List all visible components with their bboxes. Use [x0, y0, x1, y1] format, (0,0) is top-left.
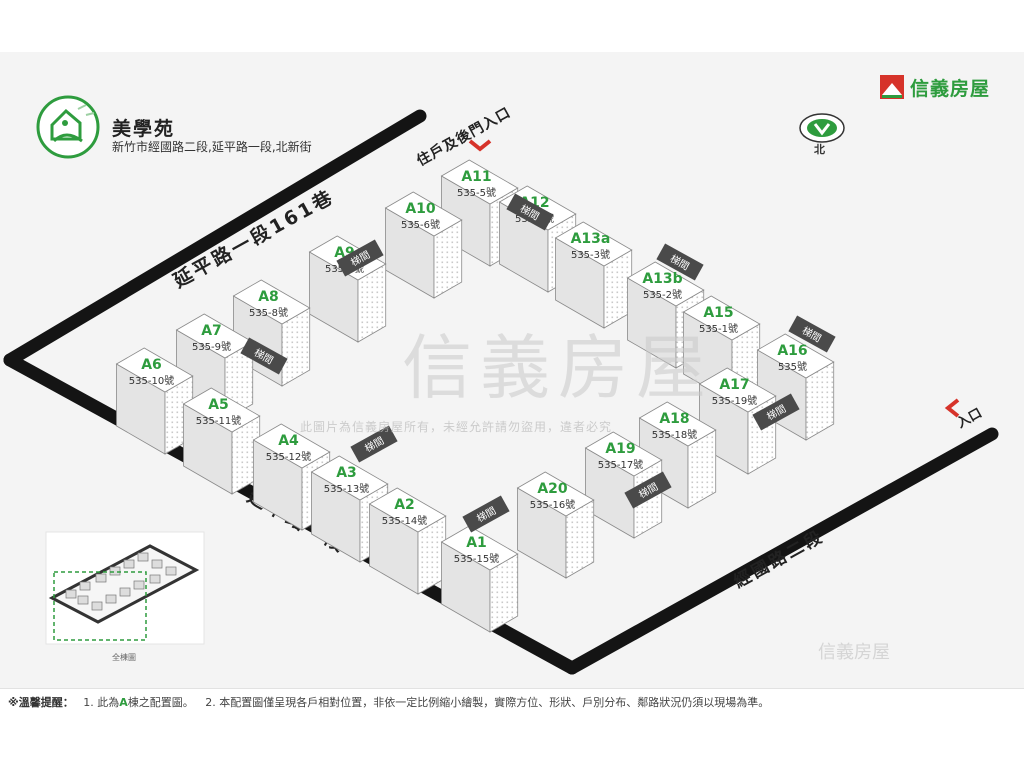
building-id-label: A19 [605, 441, 635, 457]
building-number-label: 535-19號 [712, 394, 757, 407]
building-id-label: A1 [466, 535, 487, 551]
stairwell-2: 梯間 [336, 239, 384, 277]
building-id-label: A8 [258, 289, 279, 305]
road-161-lane [3, 109, 427, 367]
stairwell-6: 梯間 [752, 393, 800, 431]
road-label-jingguo: 經國路二段 [730, 526, 828, 593]
stairwell-4: 梯間 [656, 243, 704, 281]
watermark-small: 信義房屋 [818, 642, 890, 663]
building-id-label: A7 [201, 323, 222, 339]
building-number-label: 535-1號 [699, 322, 738, 335]
estate-address: 新竹市經國路二段,延平路一段,北新街 [112, 140, 312, 154]
building-number-label: 535-6號 [401, 218, 440, 231]
building-id-label: A13a [571, 231, 611, 247]
brand-name: 信義房屋 [910, 77, 991, 100]
notice-item1-post: 棟之配置圖。 [127, 696, 194, 709]
building-id-label: A11 [461, 169, 491, 185]
north-label: 北 [814, 143, 825, 156]
building-number-label: 535-12號 [266, 450, 311, 463]
notice-label: ※溫馨提醒： [8, 696, 74, 709]
building-id-label: A5 [208, 397, 229, 413]
building-number-label: 535-3號 [571, 248, 610, 261]
stairwell-7: 梯間 [624, 471, 672, 509]
stairwell-9: 梯間 [350, 425, 398, 463]
resident-entrance-arrow-icon [468, 139, 492, 152]
building-id-label: A17 [719, 377, 749, 393]
building-id-label: A15 [703, 305, 733, 321]
building-number-label: 535-13號 [324, 482, 369, 495]
building-id-label: A20 [537, 481, 568, 497]
estate-logo-icon [36, 95, 100, 159]
building-number-label: 535-11號 [196, 414, 241, 427]
stairwell-5: 梯間 [788, 315, 836, 353]
building-number-label: 535號 [778, 360, 807, 373]
north-compass-icon [799, 113, 845, 143]
road-jingguo [565, 427, 999, 675]
notice-item1-highlight: A [119, 696, 128, 709]
building-number-label: 535-18號 [652, 428, 697, 441]
watermark-line: 此圖片為信義房屋所有，未經允許請勿盜用，違者必究 [300, 420, 613, 434]
building-id-label: A4 [278, 433, 299, 449]
building-number-label: 535-10號 [129, 374, 174, 387]
building-id-label: A16 [777, 343, 807, 359]
building-number-label: 535-17號 [598, 458, 643, 471]
brand: 信義房屋 [878, 74, 990, 100]
minimap-caption: 全棟圖 [112, 653, 136, 662]
stairwell-8: 梯間 [462, 495, 510, 533]
notice-bar: ※溫馨提醒： 1. 此為A棟之配置圖。 2. 本配置圖僅呈現各戶相對位置，非依一… [0, 688, 1024, 716]
resident-entrance-label: 住戶及後門入口 [414, 104, 514, 170]
building-id-label: A13b [642, 271, 682, 287]
building-number-label: 535-14號 [382, 514, 427, 527]
watermark-big: 信義房屋 [402, 327, 714, 409]
main-entrance-arrow-icon [944, 398, 960, 418]
building-number-label: 535-8號 [249, 306, 288, 319]
building-id-label: A3 [336, 465, 357, 481]
top-margin [0, 0, 1024, 52]
building-number-label: 535-2號 [643, 288, 682, 301]
building-id-label: A2 [394, 497, 415, 513]
brand-logo-icon [880, 75, 904, 99]
estate-title: 美學苑 [112, 118, 176, 140]
building-id-label: A10 [405, 201, 436, 217]
buildings: A11535-5號A12535-4號A10535-6號A13a535-3號A95… [115, 159, 835, 633]
main-entrance-label: 入口 [955, 406, 985, 432]
notice-item1-pre: 1. 此為 [83, 696, 120, 709]
building-number-label: 535-15號 [454, 552, 499, 565]
building-id-label: A18 [659, 411, 689, 427]
minimap [45, 531, 205, 645]
building-number-label: 535-9號 [192, 340, 231, 353]
bottom-margin [0, 716, 1024, 768]
building-id-label: A6 [141, 357, 162, 373]
building-number-label: 535-16號 [530, 498, 575, 511]
stairwell-3: 梯間 [506, 193, 554, 231]
building-number-label: 535-5號 [457, 186, 496, 199]
stairwell-1: 梯間 [240, 337, 288, 375]
notice-item2: 2. 本配置圖僅呈現各戶相對位置，非依一定比例縮小繪製，實際方位、形狀、戶別分布… [205, 696, 770, 709]
